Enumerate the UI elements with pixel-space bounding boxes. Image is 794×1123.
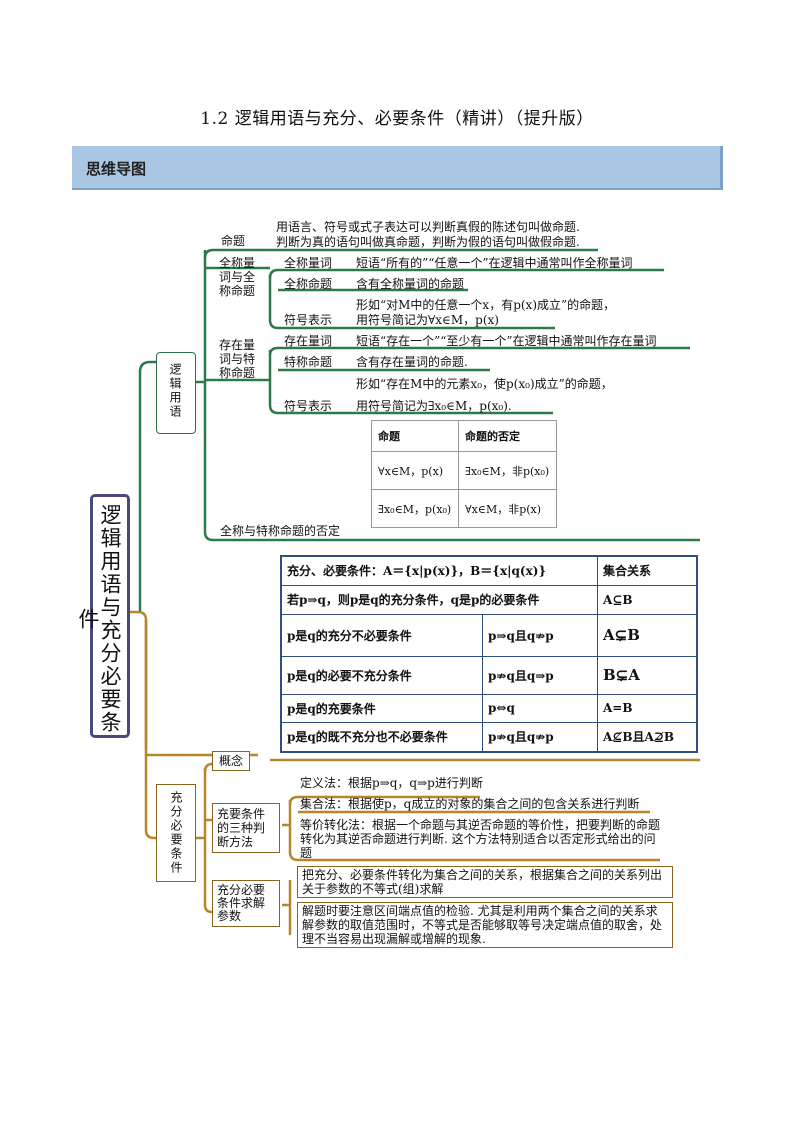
conditions-header-cell: 充分、必要条件：A＝{x|p(x)}，B＝{x|q(x)}	[280, 555, 598, 586]
suff-node: 充分必要条件	[156, 784, 196, 882]
universal-proposition-text: 含有全称量词的命题	[356, 277, 465, 291]
negation-cell: ∀x∈M，p(x)	[371, 451, 459, 490]
conditions-cell: p⇏q且q⇒p	[482, 655, 598, 695]
negation-label: 全称与特称命题的否定	[220, 524, 341, 538]
suff-label: 充分必要条件	[169, 791, 183, 875]
root-node: 逻辑用语与充分必要条件	[76, 494, 130, 738]
universal-symbol-line-1: 形如“对M中的任意一个x，有p(x)成立”的命题，	[356, 298, 616, 312]
existential-label: 存在量词与特称命题	[219, 338, 256, 380]
negation-header-cell: 命题的否定	[457, 420, 558, 452]
conditions-cell: p是q的必要不充分条件	[280, 655, 483, 695]
conditions-cell: A⊆B	[597, 584, 698, 615]
params-item: 解题时要注意区间端点值的检验. 尤其是利用两个集合之间的关系求解参数的取值范围时…	[297, 902, 673, 948]
existential-quantifier-label: 存在量词	[284, 334, 333, 348]
conditions-cell: 若p⇒q，则p是q的充分条件，q是p的必要条件	[280, 584, 598, 615]
conditions-row: p是q的充要条件 p⇔q A=B	[280, 693, 698, 723]
conditions-cell: p⇔q	[482, 693, 598, 723]
params-item: 把充分、必要条件转化为集合之间的关系，根据集合之间的关系列出关于参数的不等式(组…	[297, 866, 673, 898]
existential-proposition-label: 特称命题	[284, 355, 333, 369]
conditions-row: p是q的充分不必要条件 p⇒q且q⇏p A⊊B	[280, 613, 698, 657]
universal-quantifier-text: 短语“所有的”“任意一个”在逻辑中通常叫作全称量词	[356, 256, 633, 270]
universal-symbol-label: 符号表示	[284, 313, 333, 327]
existential-symbol-line-2: 用符号简记为∃x₀∈M，p(x₀).	[356, 399, 512, 413]
conditions-cell: p是q的充要条件	[280, 693, 483, 723]
negation-cell: ∃x₀∈M，非p(x₀)	[457, 451, 558, 490]
conditions-row: p是q的必要不充分条件 p⇏q且q⇒p B⊊A	[280, 655, 698, 695]
universal-proposition-label: 全称命题	[284, 277, 333, 291]
root-label: 逻辑用语与充分必要条件	[76, 504, 122, 734]
conditions-header-row: 充分、必要条件：A＝{x|p(x)}，B＝{x|q(x)} 集合关系	[280, 555, 698, 586]
negation-cell: ∀x∈M，非p(x)	[457, 489, 558, 528]
conditions-header-cell: 集合关系	[597, 555, 698, 586]
method-set: 集合法：根据使p，q成立的对象的集合之间的包含关系进行判断	[300, 797, 640, 811]
logic-label: 逻辑用语	[168, 363, 182, 419]
negation-cell: ∃x₀∈M，p(x₀)	[371, 489, 459, 528]
universal-symbol-line-2: 用符号简记为∀x∈M，p(x)	[356, 313, 499, 327]
existential-symbol-line-1: 形如“存在M中的元素x₀，使p(x₀)成立”的命题，	[356, 377, 613, 391]
conditions-cell: A⊈B且A⊉B	[597, 721, 698, 753]
proposition-def-1: 用语言、符号或式子表达可以判断真假的陈述句叫做命题.	[276, 220, 580, 234]
existential-symbol-label: 符号表示	[284, 399, 333, 413]
conditions-cell: p⇒q且q⇏p	[482, 613, 598, 657]
universal-quantifier-label: 全称量词	[284, 256, 333, 270]
conditions-def-row: 若p⇒q，则p是q的充分条件，q是p的必要条件 A⊆B	[280, 584, 698, 615]
conditions-cell: A=B	[597, 693, 698, 723]
proposition-def-2: 判断为真的语句叫做真命题，判断为假的语句叫做假命题.	[276, 235, 580, 249]
conditions-cell: p是q的既不充分也不必要条件	[280, 721, 483, 753]
section-banner: 思维导图	[72, 146, 723, 190]
page-title: 1.2 逻辑用语与充分、必要条件（精讲）（提升版）	[200, 109, 594, 129]
banner-label: 思维导图	[86, 160, 147, 178]
conditions-cell: B⊊A	[597, 655, 698, 695]
conditions-row: p是q的既不充分也不必要条件 p⇏q且q⇏p A⊈B且A⊉B	[280, 721, 698, 753]
existential-quantifier-text: 短语“存在一个”“至少有一个”在逻辑中通常叫作存在量词	[356, 334, 657, 348]
method-definition: 定义法：根据p⇒q，q⇒p进行判断	[300, 776, 483, 790]
conditions-cell: p是q的充分不必要条件	[280, 613, 483, 657]
existential-proposition-text: 含有存在量词的命题.	[356, 355, 468, 369]
universal-label: 全称量词与全称命题	[219, 256, 256, 298]
params-node: 充分必要条件求解参数	[212, 880, 280, 927]
concept-node: 概念	[212, 751, 251, 771]
logic-node: 逻辑用语	[156, 352, 196, 434]
method-equivalence: 等价转化法：根据一个命题与其逆否命题的等价性，把要判断的命题转化为其逆否命题进行…	[300, 818, 661, 860]
negation-table-row: ∃x₀∈M，p(x₀) ∀x∈M，非p(x)	[371, 489, 558, 528]
negation-table-header: 命题 命题的否定	[371, 420, 558, 452]
methods-node: 充要条件的三种判断方法	[212, 803, 280, 853]
conditions-cell: A⊊B	[597, 613, 698, 657]
negation-table: 命题 命题的否定 ∀x∈M，p(x) ∃x₀∈M，非p(x₀) ∃x₀∈M，p(…	[371, 420, 558, 528]
proposition-label: 命题	[221, 234, 246, 248]
negation-header-cell: 命题	[371, 420, 459, 452]
conditions-cell: p⇏q且q⇏p	[482, 721, 598, 753]
negation-table-row: ∀x∈M，p(x) ∃x₀∈M，非p(x₀)	[371, 451, 558, 490]
conditions-table: 充分、必要条件：A＝{x|p(x)}，B＝{x|q(x)} 集合关系 若p⇒q，…	[280, 555, 698, 753]
green-branch-lines	[138, 248, 700, 612]
